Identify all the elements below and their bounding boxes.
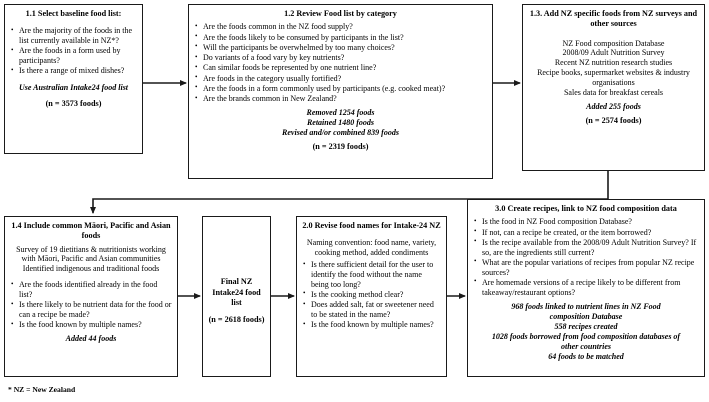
box-1-1-count: (n = 3573 foods) <box>45 98 102 108</box>
arrow-13-to-14 <box>90 171 609 214</box>
box-3-0-question-list: Is the food in NZ Food composition Datab… <box>473 217 699 297</box>
box-1-1-title: 1.1 Select baseline food list: <box>25 9 122 18</box>
box-1-4-result: Added 44 foods <box>65 334 117 344</box>
box-3-0-result: 968 foods linked to nutrient lines in NZ… <box>511 301 661 321</box>
list-item: Is the cooking method clear? <box>302 289 441 300</box>
box-1-4-question-list: Are the foods identified already in the … <box>10 280 172 330</box>
box-1-1-action: Use Australian Intake24 food list <box>18 82 129 92</box>
box-1-3-count: (n = 2574 foods) <box>585 115 642 125</box>
box-2-0-title: 2.0 Revise food names for Intake-24 NZ <box>302 221 441 230</box>
box-1-3-source: Sales data for breakfast cereals <box>563 88 664 98</box>
box-1-2-result: Revised and/or combined 839 foods <box>282 128 399 138</box>
box-3-0-title: 3.0 Create recipes, link to NZ food comp… <box>495 204 677 213</box>
list-item: Are homemade versions of a recipe likely… <box>473 277 699 298</box>
list-item: Can similar foods be represented by one … <box>194 63 487 73</box>
box-1-3-source: Recipe books, supermarket websites & ind… <box>537 68 690 88</box>
box-1-4-description: Identified indigenous and traditional fo… <box>22 264 160 274</box>
step-box-1-3[interactable]: 1.3. Add NZ specific foods from NZ surve… <box>522 4 705 171</box>
list-item: Are the foods likely to be consumed by p… <box>194 32 487 43</box>
final-food-list-box[interactable]: Final NZ Intake24 food list (n = 2618 fo… <box>202 216 271 377</box>
box-1-2-count: (n = 2319 foods) <box>312 142 369 152</box>
box-1-3-title: 1.3. Add NZ specific foods from NZ surve… <box>529 9 698 29</box>
list-item: Is there likely to be nutrient data for … <box>10 300 172 320</box>
box-1-3-source: Recent NZ nutrition research studies <box>554 58 673 68</box>
list-item: Is the food known by multiple names? <box>10 320 172 330</box>
list-item: Are foods in the category usually fortif… <box>194 73 487 84</box>
box-1-3-source: NZ Food composition Database <box>562 38 665 48</box>
box-1-4-description: Survey of 19 dietitians & nutritionists … <box>16 244 166 264</box>
list-item: Are the foods identified already in the … <box>10 280 172 300</box>
box-3-0-result: 64 foods to be matched <box>548 351 624 361</box>
box-1-3-source: 2008/09 Adult Nutrition Survey <box>562 48 665 58</box>
list-item: Is the food in NZ Food composition Datab… <box>473 217 699 227</box>
final-list-count: (n = 2618 foods) <box>208 314 265 324</box>
list-item: Are the majority of the foods in the lis… <box>10 26 137 46</box>
box-1-2-result: Retained 1480 foods <box>306 118 375 128</box>
list-item: Are the foods in a form used by particip… <box>10 46 137 66</box>
box-3-0-result: 558 recipes created <box>554 321 618 331</box>
box-3-0-result: 1028 foods borrowed from food compositio… <box>491 331 681 351</box>
list-item: Does added salt, fat or sweetener need t… <box>302 300 441 320</box>
box-1-2-title: 1.2 Review Food list by category <box>284 9 397 18</box>
step-box-2-0[interactable]: 2.0 Revise food names for Intake-24 NZ N… <box>296 216 447 377</box>
list-item: Will the participants be overwhelmed by … <box>194 42 487 53</box>
list-item: Are the brands common in New Zealand? <box>194 94 487 104</box>
footnote-nz-abbreviation: * NZ = New Zealand <box>8 385 76 394</box>
list-item: What are the popular variations of recip… <box>473 257 699 278</box>
final-list-title: Final NZ Intake24 food list <box>212 277 261 308</box>
box-2-0-question-list: Is there sufficient detail for the user … <box>302 260 441 330</box>
list-item: Is there a range of mixed dishes? <box>10 66 137 76</box>
list-item: Is the recipe available from the 2008/09… <box>473 237 699 258</box>
step-box-3-0[interactable]: 3.0 Create recipes, link to NZ food comp… <box>467 199 705 377</box>
list-item: Do variants of a food vary by key nutrie… <box>194 53 487 63</box>
step-box-1-4[interactable]: 1.4 Include common Māori, Pacific and As… <box>4 216 178 377</box>
list-item: Are the foods common in the NZ food supp… <box>194 22 487 32</box>
box-2-0-naming-convention: Naming convention: food name, variety, c… <box>306 238 437 258</box>
step-box-1-2[interactable]: 1.2 Review Food list by category Are the… <box>188 4 493 179</box>
step-box-1-1[interactable]: 1.1 Select baseline food list: Are the m… <box>4 4 143 154</box>
box-1-4-title: 1.4 Include common Māori, Pacific and As… <box>11 221 171 241</box>
box-1-2-question-list: Are the foods common in the NZ food supp… <box>194 22 487 104</box>
list-item: If not, can a recipe be created, or the … <box>473 227 699 238</box>
box-1-3-result: Added 255 foods <box>586 101 641 111</box>
list-item: Is there sufficient detail for the user … <box>302 260 441 289</box>
list-item: Are the foods in a form commonly used by… <box>194 83 487 94</box>
box-1-1-question-list: Are the majority of the foods in the lis… <box>10 26 137 76</box>
list-item: Is the food known by multiple names? <box>302 320 441 330</box>
box-1-2-result: Removed 1254 foods <box>306 108 375 118</box>
